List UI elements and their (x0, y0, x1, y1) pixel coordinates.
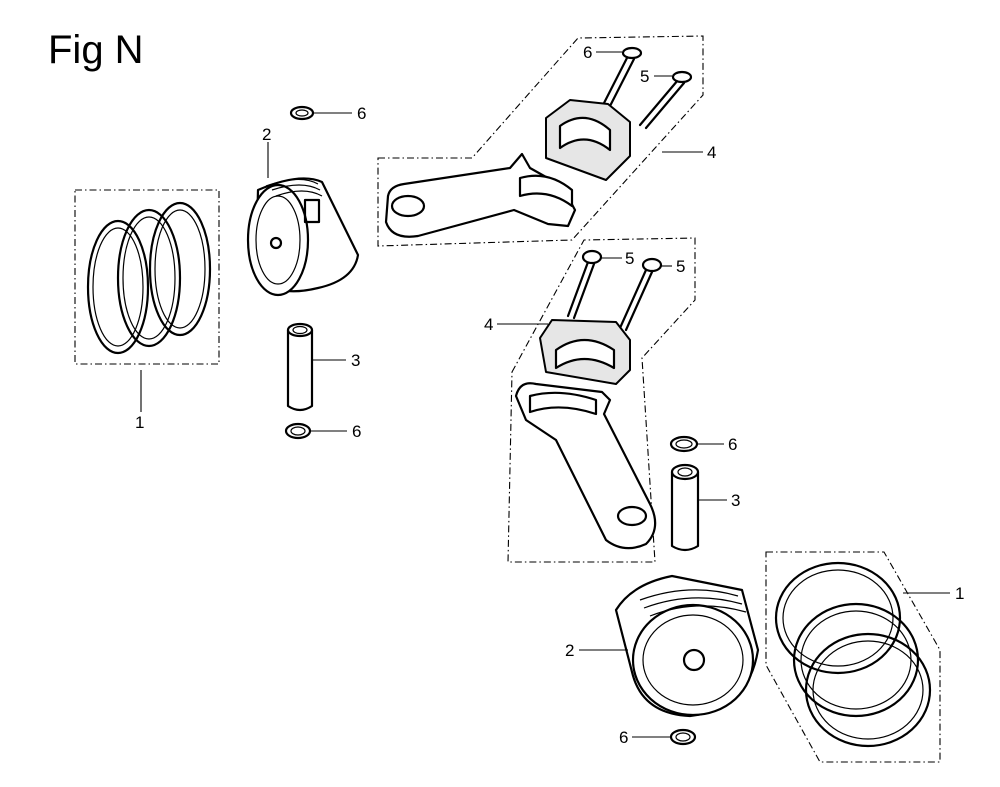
circlip-right-top (669, 435, 699, 453)
callout-piston-pin-right: 3 (731, 491, 740, 510)
callouts: 1 2 3 6 6 6 5 4 5 5 4 6 3 1 2 6 (135, 43, 964, 747)
callout-bolt-mid-2: 5 (676, 257, 685, 276)
callout-piston-pin-left: 3 (351, 351, 360, 370)
callout-rod-mid: 4 (484, 315, 493, 334)
leader-lines (140, 51, 950, 738)
piston-ring-set-left (74, 189, 220, 365)
bolt-top-1 (601, 46, 643, 110)
connecting-rod-top (377, 35, 704, 247)
callout-clip-right-top: 6 (728, 435, 737, 454)
callout-clip-bottom-left: 6 (352, 422, 361, 441)
circlip-left-top (289, 105, 315, 121)
callout-bolt-top-1: 6 (583, 43, 592, 62)
circlip-right-bottom (669, 728, 697, 746)
callout-rod-top: 4 (707, 143, 716, 162)
figure-title: Fig N (48, 28, 144, 72)
bolt-mid-2 (618, 257, 663, 332)
piston-pin-left (286, 322, 314, 412)
connecting-rod-middle (507, 237, 696, 563)
piston-right (614, 574, 760, 718)
callout-bolt-top-2: 5 (640, 67, 649, 86)
piston-pin-right (670, 463, 700, 552)
callout-clip-right-bottom: 6 (619, 728, 628, 747)
piston-left (246, 177, 360, 297)
callout-ring-set-right: 1 (955, 584, 964, 603)
callout-clip-top-left: 6 (357, 104, 366, 123)
circlip-left-bottom (284, 422, 312, 440)
bolt-top-2 (638, 70, 693, 130)
callout-ring-set-left: 1 (135, 413, 144, 432)
piston-ring-set-right (765, 551, 941, 763)
callout-piston-left: 2 (262, 125, 271, 144)
callout-bolt-mid-1: 5 (625, 249, 634, 268)
callout-piston-right: 2 (565, 641, 574, 660)
bolt-mid-1 (566, 249, 603, 320)
